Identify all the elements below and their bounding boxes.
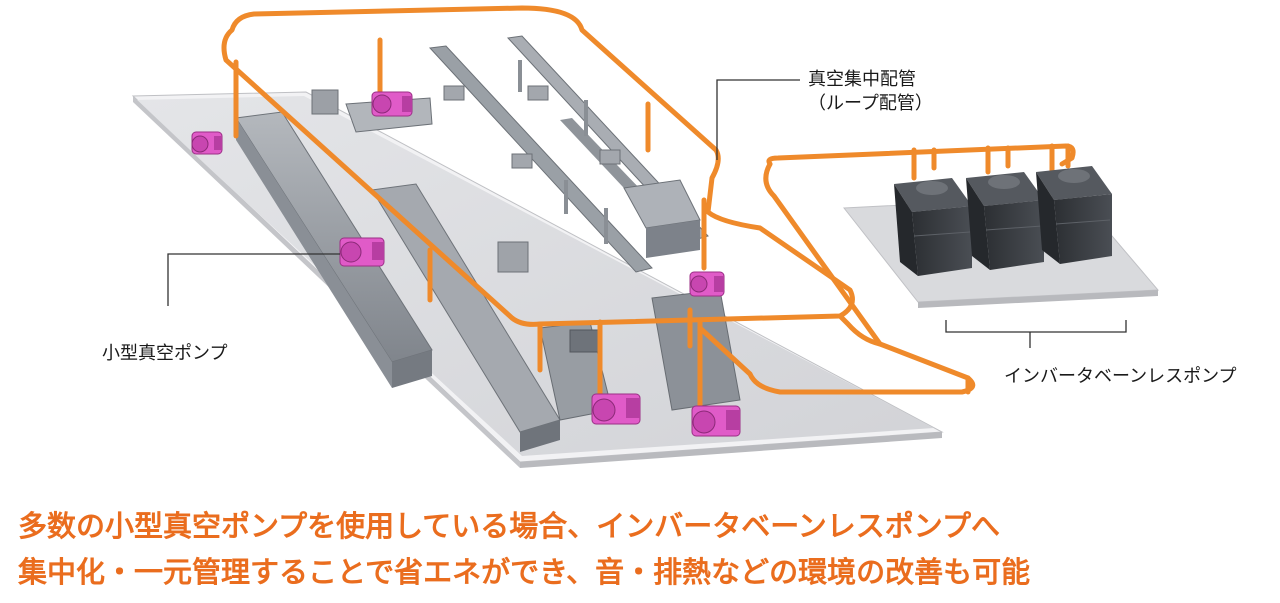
leader-vacuum-piping [716, 79, 800, 160]
small-pump [691, 405, 741, 437]
small-pump [339, 237, 385, 267]
inverter-pump-unit [1036, 166, 1112, 264]
leader-inverter-pump [945, 320, 1127, 333]
inverter-pump-unit [894, 178, 972, 276]
inverter-vaneless-pumps [894, 166, 1112, 276]
pump-room-piping [763, 143, 1076, 347]
label-small-vacuum-pump: 小型真空ポンプ [102, 343, 228, 364]
inverter-pump-unit [966, 172, 1044, 270]
small-pump [191, 131, 223, 155]
caption-line1: 多数の小型真空ポンプを使用している場合、インバータベーンレスポンプへ [18, 509, 1000, 543]
label-vacuum-piping-line1: 真空集中配管 [808, 69, 916, 90]
small-pump [591, 393, 641, 425]
leader-small-pump [167, 253, 340, 306]
leader-lines [167, 79, 1127, 348]
label-vacuum-piping: 真空集中配管 （ループ配管） [808, 68, 933, 116]
caption-line2: 集中化・一元管理することで省エネができ、音・排熱などの環境の改善も可能 [18, 555, 1031, 589]
small-pump [371, 91, 413, 117]
label-inverter-vaneless-pump: インバータベーンレスポンプ [1004, 366, 1237, 387]
vacuum-loop-piping [221, 5, 976, 411]
small-pump [689, 271, 725, 297]
label-vacuum-piping-line2: （ループ配管） [808, 93, 933, 114]
caption: 多数の小型真空ポンプを使用している場合、インバータベーンレスポンプへ 集中化・一… [18, 503, 1268, 595]
small-vacuum-pumps [191, 91, 741, 437]
